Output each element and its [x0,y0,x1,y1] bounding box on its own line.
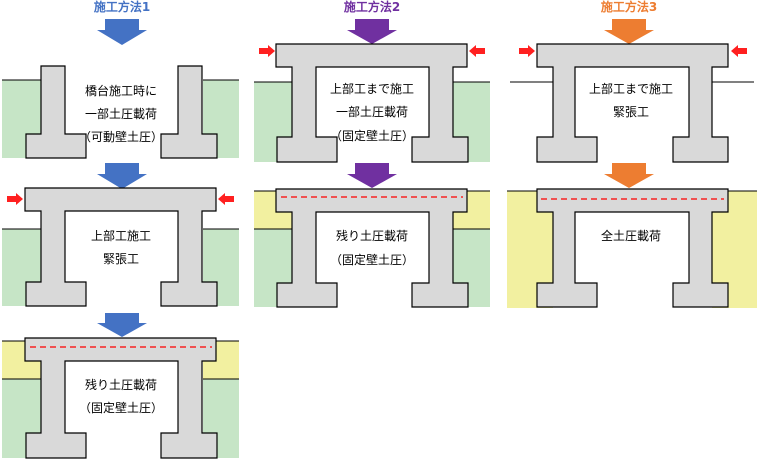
method1-step3-panel: 残り土圧載荷 （固定壁土圧） [2,337,239,459]
method3-step2-panel: 全土圧載荷 [507,188,757,308]
down-arrow-icon [97,19,147,45]
left-arrow-icon [218,193,234,205]
right-arrow-icon [7,193,23,205]
abutment-left [25,65,87,159]
step-label-line: （固定壁土圧） [330,128,414,143]
step-label-line: 一部土圧載荷 [85,106,157,121]
method2-step2-panel: 残り土圧載荷 （固定壁土圧） [254,188,490,308]
down-arrow-icon [97,163,147,189]
right-arrow-icon [519,45,535,57]
step-label-line: 緊張工 [103,252,139,266]
step-label-line: 上部工施工 [91,228,151,243]
down-arrow-icon [97,313,147,337]
step-label-line: 残り土圧載荷 [336,229,408,243]
rigid-frame [24,187,218,307]
down-arrow-icon [604,19,654,44]
step-label-line: 橋台施工時に [85,83,157,98]
step-label-line: 上部工まで施工 [589,81,673,96]
method3-step1-panel: 上部工まで施工 緊張工 [510,43,754,163]
method1-title: 施工方法1 [94,0,150,14]
right-arrow-icon [259,45,275,57]
rigid-frame [24,337,218,459]
rigid-frame [275,188,469,308]
method3-title: 施工方法3 [601,0,657,14]
step-label-line: 全土圧載荷 [601,228,661,243]
down-arrow-icon [604,163,654,188]
step-label-line: 緊張工 [613,105,649,119]
method2-step1-panel: 上部工まで施工 一部土圧載荷 （固定壁土圧） [254,43,490,163]
step-label-line: （固定壁土圧） [79,400,163,415]
method1-step1-panel: 橋台施工時に 一部土圧載荷 （可動壁土圧） [2,65,239,159]
left-arrow-icon [469,45,485,57]
step-label-line: 上部工まで施工 [330,81,414,96]
down-arrow-icon [347,163,397,188]
step-label-line: 残り土圧載荷 [85,378,157,392]
method1-step2-panel: 上部工施工 緊張工 [2,187,239,307]
down-arrow-icon [347,19,397,44]
step-label-line: （固定壁土圧） [330,252,414,267]
rigid-frame [275,43,469,163]
method2-title: 施工方法2 [344,0,400,14]
rigid-frame [536,188,729,308]
left-arrow-icon [731,45,747,57]
step-label-line: 一部土圧載荷 [336,104,408,119]
abutment-right [160,65,218,159]
rigid-frame [536,43,729,163]
step-label-line: （可動壁土圧） [79,129,163,144]
